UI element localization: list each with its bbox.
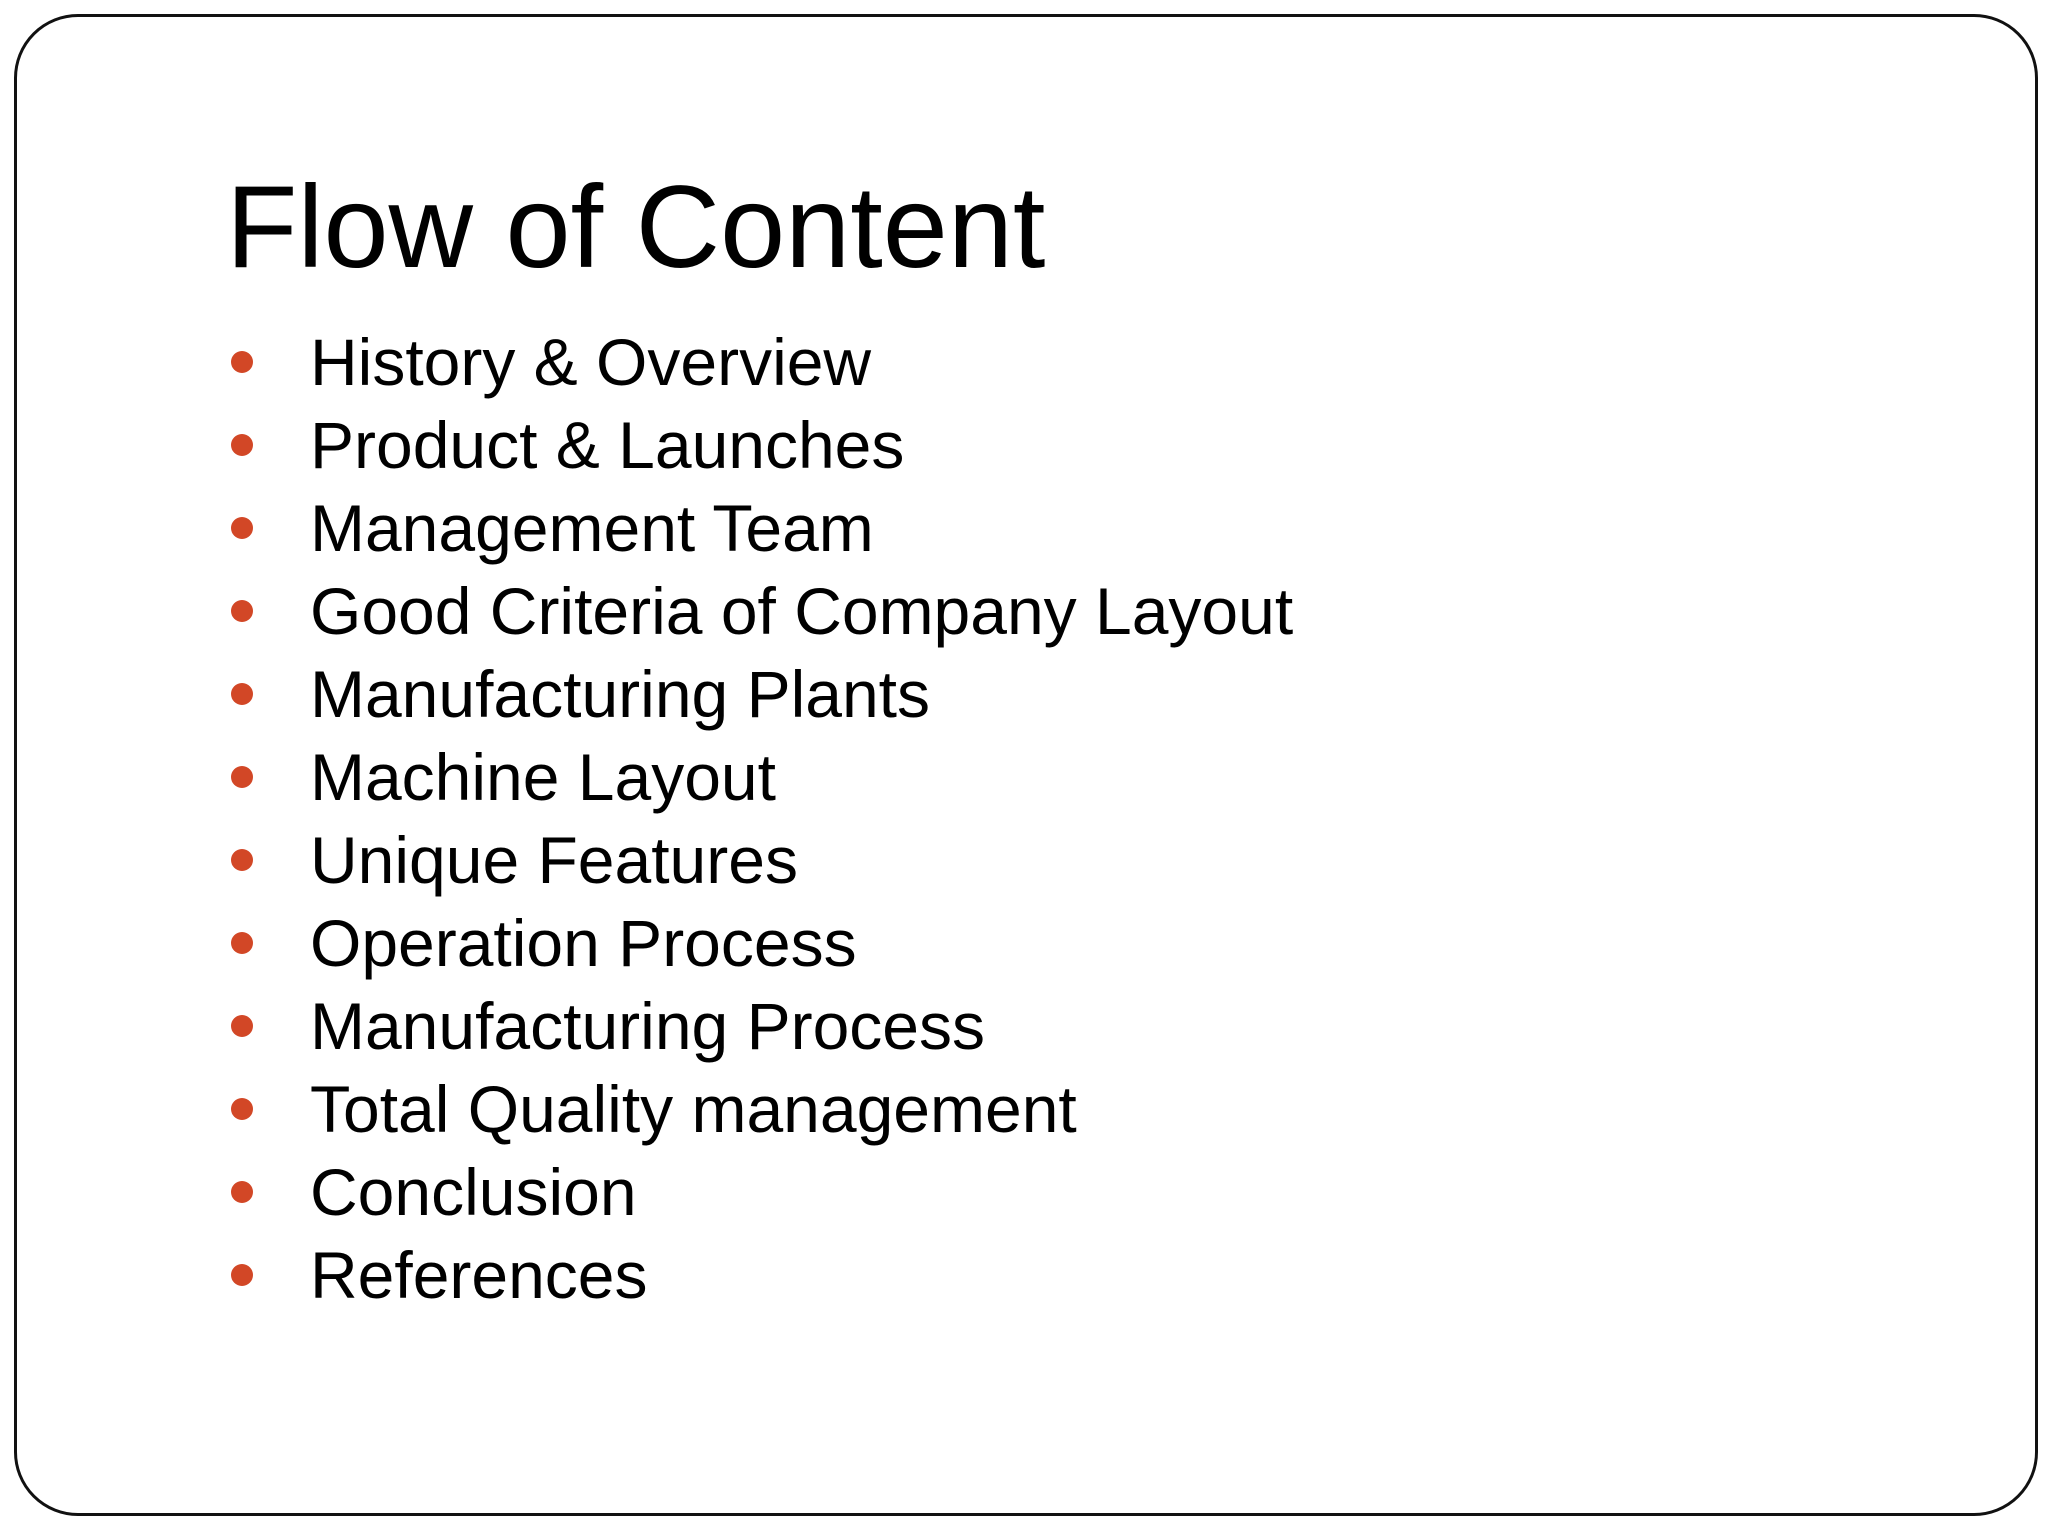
bullet-item: Operation Process	[226, 901, 1293, 984]
bullet-dot-icon	[231, 765, 253, 788]
bullet-item: References	[226, 1233, 1293, 1316]
bullet-item: Management Team	[226, 486, 1293, 569]
bullet-text: History & Overview	[310, 324, 872, 399]
bullet-text: Management Team	[310, 490, 874, 565]
bullet-item: Unique Features	[226, 818, 1293, 901]
bullet-dot-icon	[231, 1263, 253, 1286]
bullet-item: Manufacturing Process	[226, 984, 1293, 1067]
bullet-dot-icon	[231, 1097, 253, 1120]
bullet-item: Total Quality management	[226, 1067, 1293, 1150]
bullet-text: Conclusion	[310, 1154, 637, 1229]
bullet-dot-icon	[231, 350, 253, 373]
bullet-dot-icon	[231, 682, 253, 705]
bullet-dot-icon	[231, 1014, 253, 1037]
bullet-dot-icon	[231, 433, 253, 456]
bullet-list: History & Overview Product & Launches Ma…	[226, 320, 1293, 1316]
bullet-dot-icon	[231, 931, 253, 954]
bullet-item: Product & Launches	[226, 403, 1293, 486]
bullet-text: Manufacturing Plants	[310, 656, 931, 731]
bullet-item: Good Criteria of Company Layout	[226, 569, 1293, 652]
bullet-text: Operation Process	[310, 905, 857, 980]
bullet-text: Total Quality management	[310, 1071, 1077, 1146]
bullet-item: Manufacturing Plants	[226, 652, 1293, 735]
bullet-item: Machine Layout	[226, 735, 1293, 818]
bullet-text: Unique Features	[310, 822, 798, 897]
bullet-text: Product & Launches	[310, 407, 905, 482]
bullet-text: Good Criteria of Company Layout	[310, 573, 1294, 648]
bullet-dot-icon	[231, 848, 253, 871]
bullet-text: References	[310, 1237, 648, 1312]
bullet-text: Manufacturing Process	[310, 988, 985, 1063]
slide-frame	[14, 14, 2038, 1516]
bullet-text: Machine Layout	[310, 739, 776, 814]
bullet-item: History & Overview	[226, 320, 1293, 403]
bullet-dot-icon	[231, 516, 253, 539]
slide-title: Flow of Content	[226, 161, 1046, 292]
bullet-dot-icon	[231, 1180, 253, 1203]
bullet-item: Conclusion	[226, 1150, 1293, 1233]
bullet-dot-icon	[231, 599, 253, 622]
